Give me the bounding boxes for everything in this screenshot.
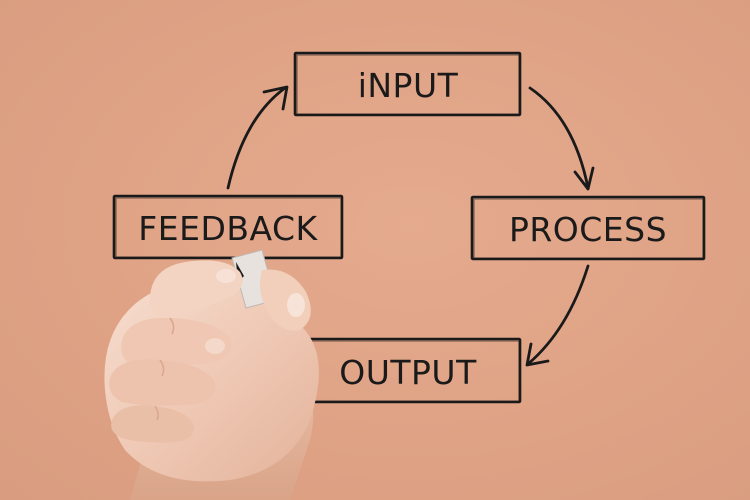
- feedback-label: FEEDBACK: [138, 209, 318, 248]
- feedback-box-sketch: [115, 197, 342, 258]
- input-label: iNPUT: [358, 66, 459, 105]
- middle-finger: [121, 317, 232, 367]
- process-box-sketch: [473, 198, 704, 259]
- thumb-nail: [287, 293, 305, 317]
- feedback-box: [112, 194, 344, 260]
- process-label: PROCESS: [509, 210, 667, 249]
- node-input: iNPUT: [293, 51, 522, 117]
- input-box-sketch: [296, 54, 520, 115]
- index-nail: [216, 269, 236, 283]
- arrow-feedback-to-input: [226, 85, 289, 190]
- arrow-process-to-output: [525, 264, 590, 367]
- node-feedback: FEEDBACK: [112, 194, 344, 260]
- hand-with-marker: [104, 249, 319, 500]
- arrow-input-to-process: [528, 86, 595, 191]
- node-process: PROCESS: [470, 195, 706, 261]
- knuckle-lines: [154, 317, 175, 421]
- ring-finger: [109, 359, 216, 406]
- input-box: [293, 51, 522, 117]
- node-output: OUTPUT: [292, 337, 522, 404]
- output-label: OUTPUT: [339, 353, 477, 392]
- process-box: [470, 195, 706, 261]
- little-finger: [111, 405, 195, 443]
- middle-nail: [205, 338, 225, 354]
